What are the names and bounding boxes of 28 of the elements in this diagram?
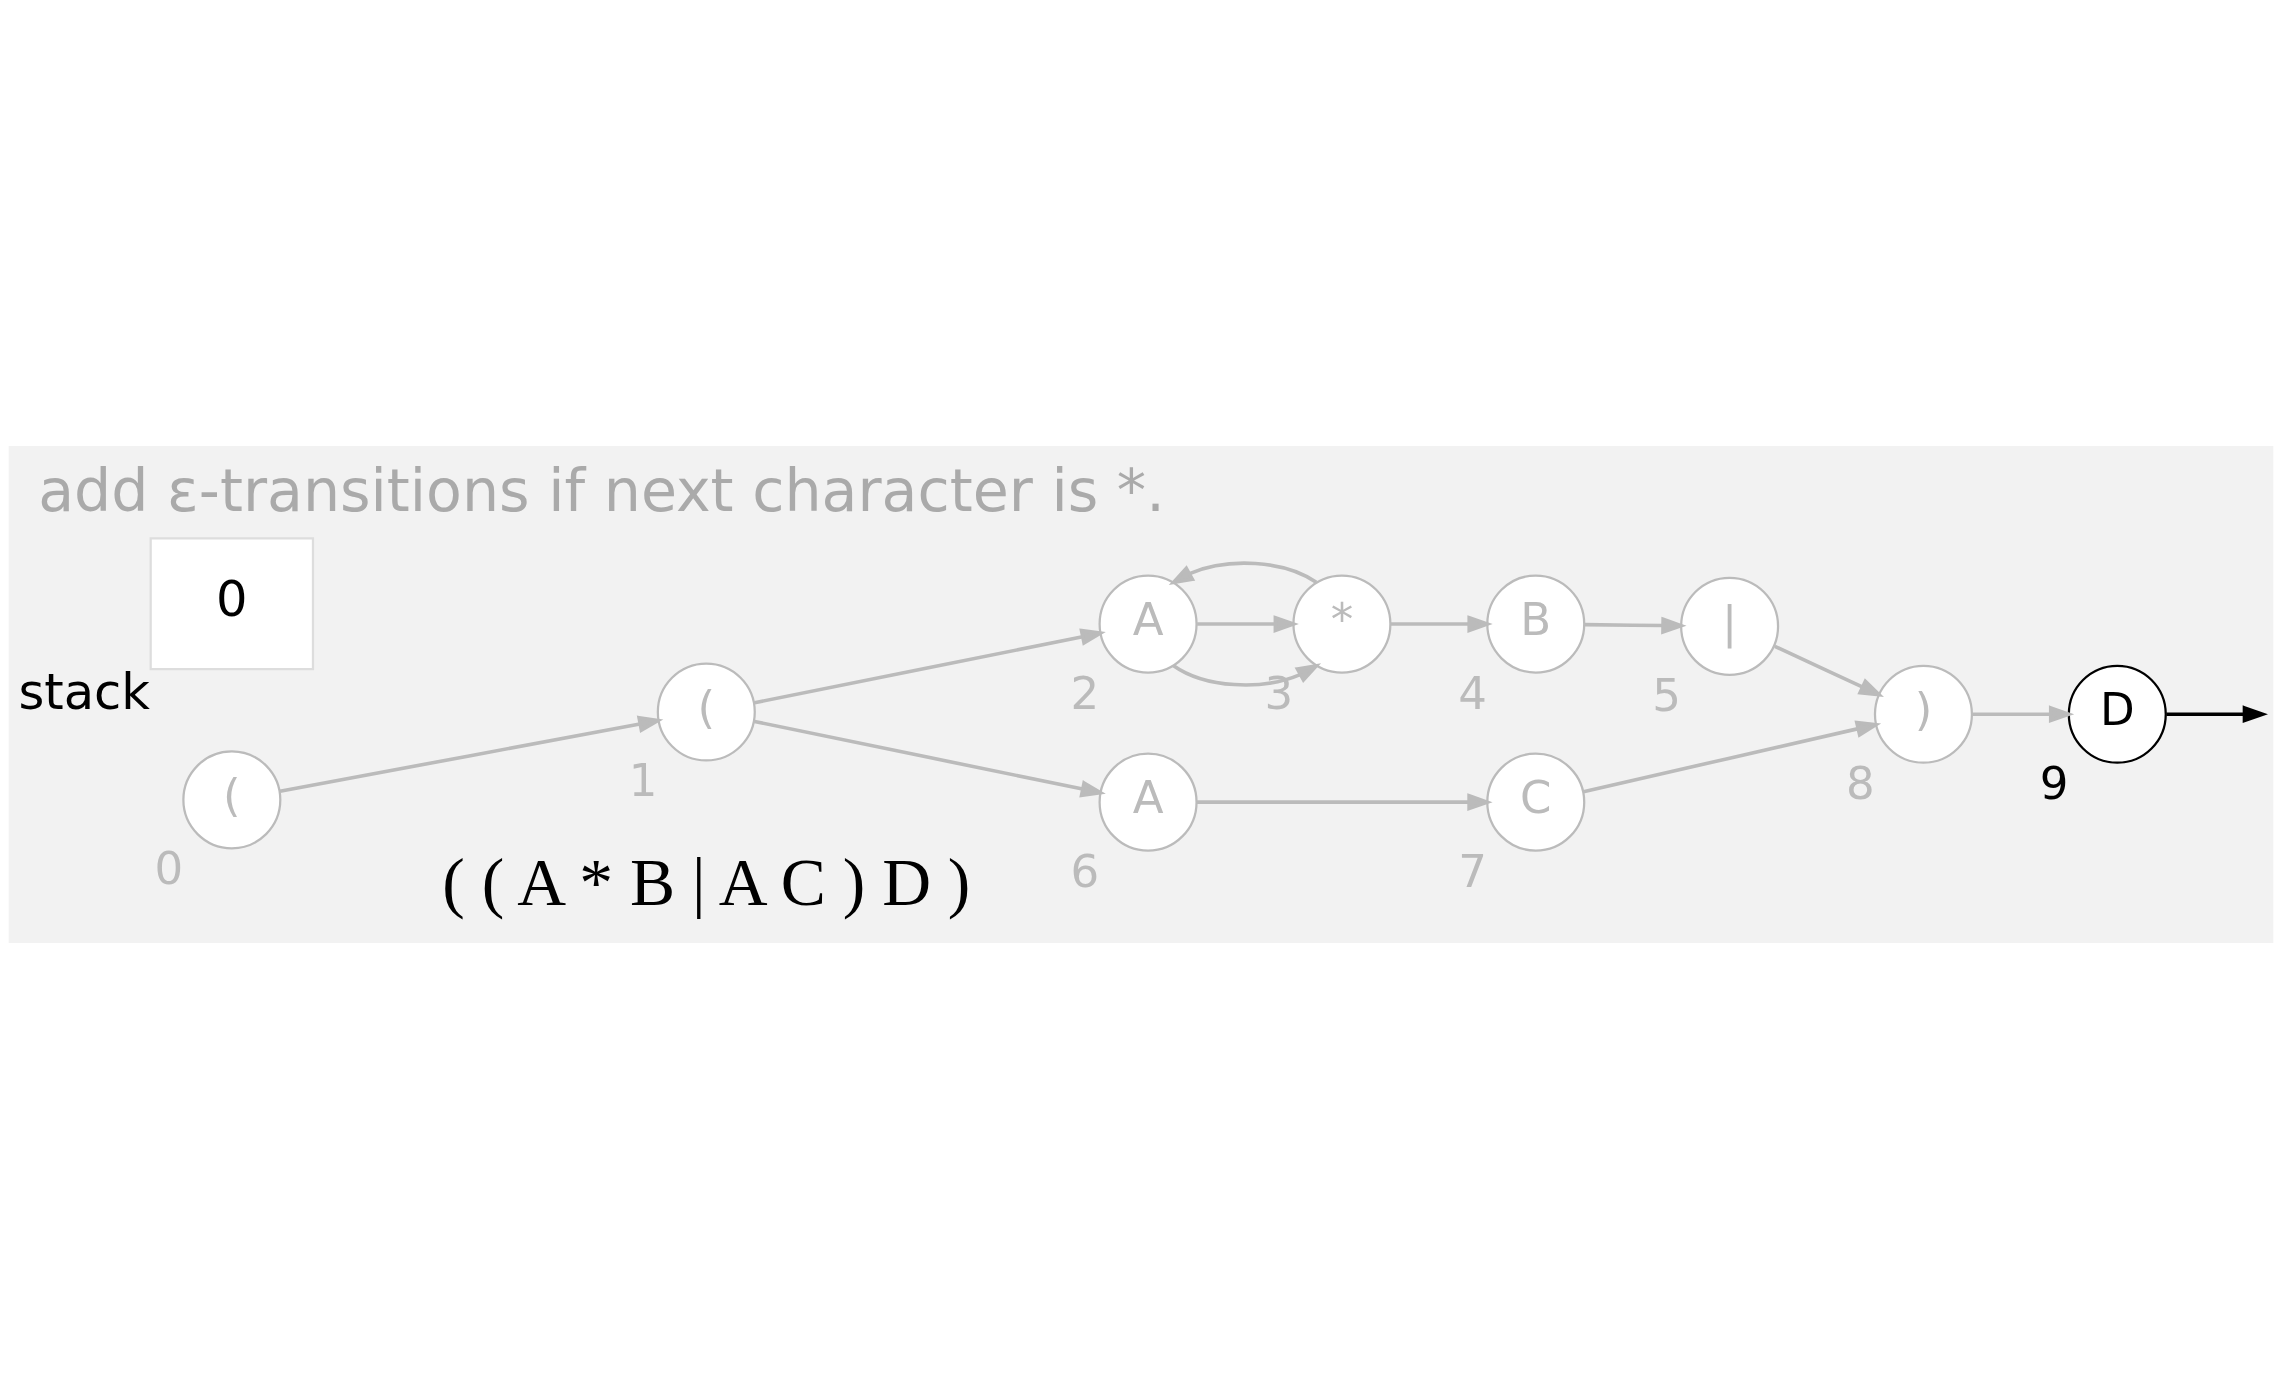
node-circle: A	[1098, 752, 1198, 852]
node-label: stack	[18, 662, 151, 721]
node-circle: D	[2067, 664, 2167, 764]
arrow	[1168, 561, 1318, 586]
arrow	[1972, 705, 2075, 724]
arrow	[1584, 616, 1687, 635]
arrow	[1196, 793, 1493, 811]
arrow	[1172, 663, 1322, 687]
arrow	[2166, 705, 2268, 724]
arrow	[279, 715, 664, 794]
node-circle: (	[656, 662, 756, 762]
node-circle: C	[1486, 752, 1586, 852]
arrow	[754, 628, 1106, 705]
arrow	[754, 719, 1106, 798]
node-circle: B	[1486, 574, 1586, 674]
node-circle: *	[1292, 574, 1392, 674]
arrow	[1583, 720, 1882, 794]
node-circle: (	[182, 750, 282, 850]
arrow	[1774, 644, 1884, 697]
node-circle: A	[1098, 574, 1198, 674]
node-circle: |	[1680, 576, 1780, 676]
label: ( ( A * B | A C ) D )	[442, 844, 971, 920]
node-circle: )	[1873, 664, 1974, 764]
node-box: 0	[149, 537, 315, 671]
arrow	[1197, 615, 1299, 633]
diagram-title: add ε-transitions if next character is *.	[38, 456, 1165, 525]
node-label: 9	[2039, 756, 2069, 810]
arrow	[1390, 615, 1493, 633]
